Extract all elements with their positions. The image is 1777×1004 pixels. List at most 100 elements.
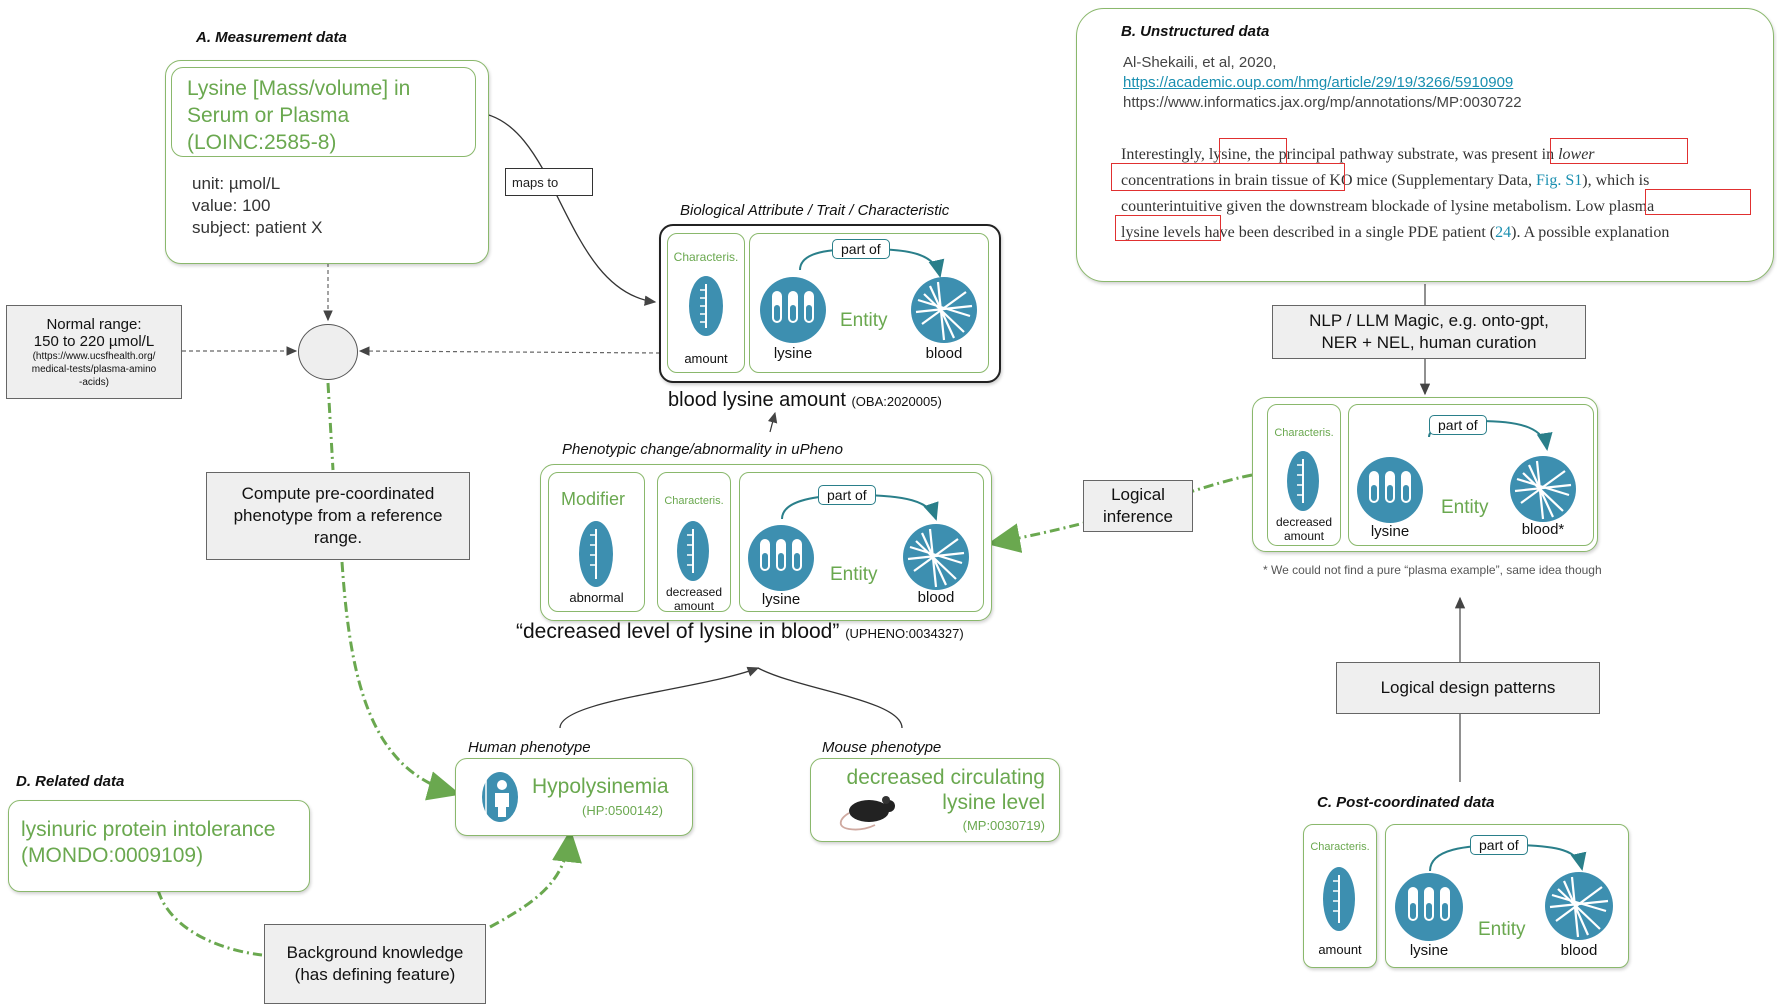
jax-link[interactable]: https://www.informatics.jax.org/mp/annot… (1123, 94, 1522, 111)
measurement-attributes: unit: µmol/L value: 100 subject: patient… (192, 173, 322, 239)
amount-text: amount (673, 599, 715, 613)
normal-range-box: Normal range: 150 to 220 µmol/L (https:/… (6, 305, 182, 399)
compute-line-3: range. (313, 528, 363, 547)
trait-part-of-label: part of (832, 239, 890, 259)
trait-to-compare-line (358, 346, 661, 356)
highlight-low-plasma: Low plasma (1575, 198, 1655, 215)
mouse-to-phenotype-connector (757, 667, 903, 729)
test-tubes-icon (760, 277, 826, 343)
fig-link[interactable]: Fig. S1 (1536, 172, 1583, 189)
excerpt-line-3: counterintuitive given the downstream bl… (1121, 198, 1655, 215)
test-tubes-icon (1395, 873, 1463, 941)
trait-card: Characteris. amount part of lysine Entit… (659, 224, 1001, 383)
post-blood-label: blood (1560, 942, 1598, 959)
compute-box: Compute pre-coordinated phenotype from a… (206, 472, 470, 560)
post-characteristic-label: Characteris. (1310, 841, 1370, 853)
plasma-note: * We could not find a pure “plasma examp… (1263, 563, 1602, 577)
excerpt-text: Interestingly, lysine, the principal pat… (1121, 142, 1761, 246)
ruler-icon (689, 276, 723, 336)
human-phenotype-name: Hypolysinemia (532, 775, 669, 798)
trait-entity-box: part of lysine Entity blood (749, 233, 989, 373)
excerpt-line-2: concentrations in brain tissue of KO mic… (1121, 172, 1650, 189)
background-knowledge-box: Background knowledge (has defining featu… (264, 924, 486, 1004)
trait-caption: Biological Attribute / Trait / Character… (680, 202, 950, 219)
measurement-card: Lysine [Mass/volume] in Serum or Plasma … (165, 60, 489, 264)
test-tubes-icon (1357, 457, 1423, 523)
related-line-1: lysinuric protein intolerance (21, 818, 276, 841)
loinc-line-3: (LOINC:2585-8) (187, 131, 337, 154)
section-d-title: D. Related data (16, 773, 125, 790)
highlight-box-lysine-levels (1115, 215, 1221, 241)
post-lysine-label: lysine (1409, 942, 1449, 959)
value-text: value: 100 (192, 196, 271, 215)
highlight-lysine-levels: lysine levels (1121, 224, 1201, 241)
modifier-label: Modifier (561, 489, 626, 509)
compute-line-1: Compute pre-coordinated (241, 484, 435, 503)
modifier-box: Modifier abnormal (548, 472, 645, 612)
blood-icon (1510, 456, 1576, 522)
inference-line-1: Logical (1111, 485, 1165, 504)
human-phenotype-card: Hypolysinemia (HP:0500142) (455, 758, 693, 836)
post-amount-label: amount (1318, 942, 1362, 957)
related-text: lysinuric protein intolerance (MONDO:000… (21, 817, 275, 869)
mouse-phenotype-id: (MP:0030719) (962, 818, 1045, 833)
mouse-line-1: decreased circulating (846, 766, 1045, 789)
mouse-icon (839, 796, 895, 831)
phenotype-card: Modifier abnormal Characteris. decreased… (540, 464, 992, 621)
loinc-line-1: Lysine [Mass/volume] in (187, 77, 411, 100)
ruler-icon (1323, 867, 1355, 931)
section-b-title: B. Unstructured data (1121, 23, 1270, 40)
phenotype-characteristic-box: Characteris. decreased amount (657, 472, 731, 613)
loinc-term: Lysine [Mass/volume] in Serum or Plasma … (187, 75, 410, 156)
unstructured-card: B. Unstructured data Al-Shekaili, et al,… (1076, 8, 1774, 282)
normal-range-src-2: medical-tests/plasma-amino (31, 363, 157, 375)
ruler-icon (677, 521, 709, 581)
unit-text: unit: µmol/L (192, 174, 281, 193)
trait-lysine-label: lysine (773, 345, 813, 362)
subject-text: subject: patient X (192, 218, 323, 237)
background-line-1: Background knowledge (286, 943, 464, 962)
post-entity-box: part of lysine Entity blood (1385, 824, 1629, 968)
phenotype-id: (UPHENO:0034327) (845, 626, 964, 641)
nlp-entity-box: part of lysine Entity blood* (1348, 404, 1594, 546)
highlight-box-lysine (1219, 138, 1287, 164)
compute-line-2: phenotype from a reference (233, 506, 443, 525)
post-entity-label: Entity (1478, 919, 1526, 940)
blood-icon (911, 277, 977, 343)
nlp-part-of-label: part of (1429, 415, 1487, 435)
trait-entity-label: Entity (840, 310, 888, 331)
nlp-amount-text: amount (1283, 529, 1325, 543)
blood-icon (1545, 872, 1613, 940)
nlp-characteristic-box: Characteris. decreased amount (1267, 404, 1341, 546)
related-line-2: (MONDO:0009109) (21, 844, 204, 867)
design-patterns-box: Logical design patterns (1336, 662, 1600, 714)
abnormal-label: abnormal (569, 590, 624, 605)
ref-link[interactable]: 24 (1495, 224, 1512, 241)
person-icon (482, 772, 518, 822)
phenotype-name-label: “decreased level of lysine in blood” (516, 620, 840, 643)
background-to-human-connector (489, 829, 582, 929)
highlight-box-present (1550, 138, 1688, 164)
maps-to-connector (471, 111, 657, 306)
trait-name-label: blood lysine amount (668, 389, 846, 411)
phenotype-entity-box: part of lysine Entity blood (739, 472, 984, 612)
nlp-line-1: NLP / LLM Magic, e.g. onto-gpt, (1309, 311, 1549, 330)
trait-characteristic-label: Characteris. (673, 250, 739, 264)
normal-range-src-1: (https://www.ucsfhealth.org/ (32, 350, 156, 362)
excerpt-line-4: lysine levels have been described in a s… (1121, 224, 1670, 241)
excerpt-fade (1097, 245, 1757, 267)
human-phenotype-id: (HP:0500142) (582, 803, 663, 818)
trait-characteristic-box: Characteris. amount (667, 233, 745, 373)
phenotype-blood-label: blood (917, 589, 955, 606)
related-card: lysinuric protein intolerance (MONDO:000… (8, 800, 310, 892)
nlp-lysine-label: lysine (1370, 523, 1410, 540)
article-link[interactable]: https://academic.oup.com/hmg/article/29/… (1123, 74, 1514, 91)
highlight-box-brain (1111, 163, 1345, 191)
citation-block: Al-Shekaili, et al, 2020, https://academ… (1123, 53, 1522, 113)
section-c-title: C. Post-coordinated data (1317, 794, 1495, 811)
nlp-decreased-text: decreased (1275, 515, 1333, 529)
nlp-entity-label: Entity (1441, 497, 1489, 518)
mouse-phenotype-card: decreased circulating lysine level (MP:0… (810, 758, 1060, 842)
compare-to-compute-line (326, 382, 335, 471)
blood-icon (903, 524, 969, 590)
